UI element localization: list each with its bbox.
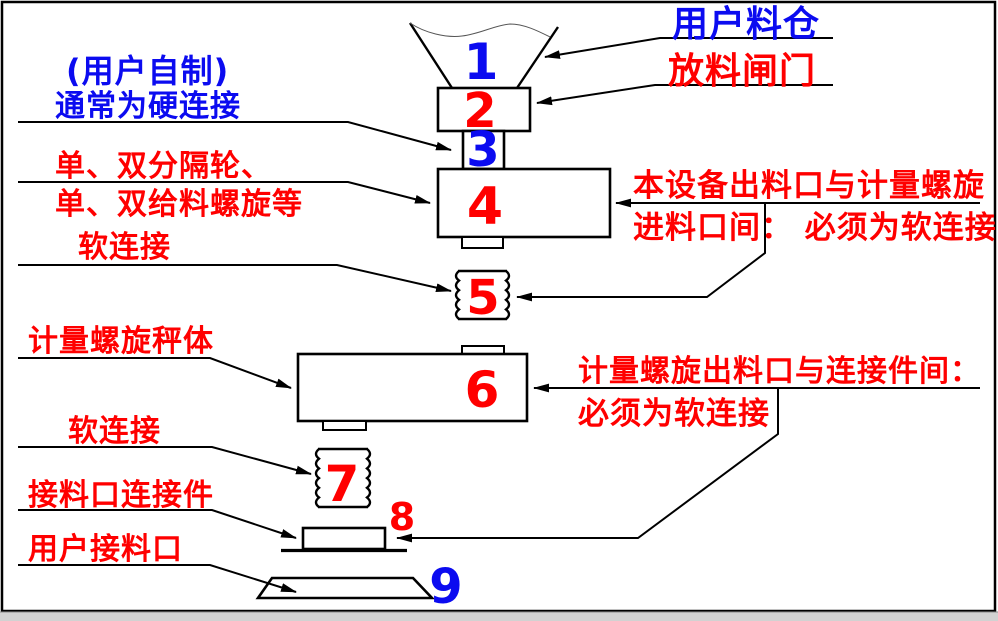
label-divider-wheel: 单、双分隔轮、	[55, 149, 272, 184]
leader-user-silo	[544, 37, 833, 59]
leader-soft-connection-upper	[18, 264, 452, 292]
component-3-number: 3	[466, 122, 499, 178]
leader-hard-connection	[18, 121, 452, 151]
label-soft-connection-lower: 软连接	[68, 414, 161, 449]
scale-outlet-tab	[322, 420, 367, 431]
label-discharge-gate: 放料闸门	[668, 51, 816, 92]
leader-user-inlet	[18, 564, 297, 593]
leader-scale-body	[18, 357, 292, 389]
leader-soft-connection-lower	[18, 446, 312, 475]
component-4-number: 4	[467, 177, 503, 237]
label-user-silo: 用户料仓	[672, 4, 820, 45]
hopper-material-level-line	[409, 22, 551, 38]
note-outlet-line1: 计量螺旋出料口与连接件间：	[578, 354, 981, 389]
label-feed-screw: 单、双给料螺旋等	[55, 187, 303, 222]
hopper-shape	[408, 22, 559, 89]
leader-inlet-connector	[18, 509, 297, 539]
label-scale-body: 计量螺旋秤体	[28, 324, 214, 359]
label-user-inlet: 用户接料口	[28, 532, 183, 567]
feeder-box	[436, 167, 612, 239]
component-9-number: 9	[429, 559, 462, 615]
component-6-number: 6	[465, 361, 500, 419]
feeder-outlet-tab	[461, 236, 504, 249]
flexible-connection-lower-shape	[314, 447, 372, 509]
leader-note-inlet-branch	[516, 204, 766, 302]
note-inlet-line1: 本设备出料口与计量螺旋	[633, 168, 985, 204]
component-8-number: 8	[389, 495, 415, 539]
leader-note-outlet-branch	[396, 389, 779, 543]
user-inlet-shape	[255, 576, 436, 600]
label-hard-connection: 通常为硬连接	[55, 89, 241, 124]
component-1-number: 1	[464, 33, 499, 91]
component-2-number: 2	[463, 83, 496, 139]
flexible-connection-upper-shape	[454, 269, 511, 321]
window-bottom-bar	[0, 612, 998, 621]
component-7-number: 7	[325, 455, 360, 513]
inlet-connector-box	[301, 526, 387, 551]
hard-connection-box	[461, 129, 506, 171]
note-outlet-line2: 必须为软连接	[578, 396, 770, 432]
scale-body-box	[296, 352, 529, 423]
leader-discharge-gate	[536, 84, 833, 106]
leader-divider-wheel	[18, 181, 431, 204]
label-user-made: (用户自制)	[66, 52, 229, 90]
label-soft-connection-upper: 软连接	[78, 230, 171, 265]
note-inlet-line2: 进料口间： 必须为软连接	[633, 210, 997, 246]
component-5-number: 5	[466, 270, 499, 326]
label-inlet-connector: 接料口连接件	[28, 478, 214, 513]
